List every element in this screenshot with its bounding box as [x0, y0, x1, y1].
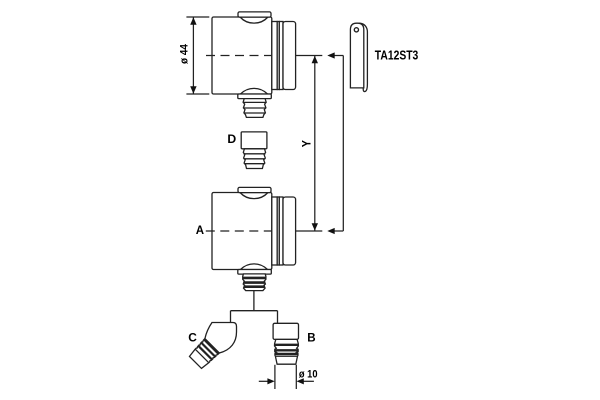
svg-text:TA12ST3: TA12ST3	[375, 48, 419, 63]
svg-text:B: B	[307, 332, 315, 345]
svg-text:A: A	[196, 225, 204, 237]
svg-text:ø 10: ø 10	[299, 368, 318, 380]
svg-text:Y: Y	[300, 140, 314, 147]
svg-text:D: D	[227, 132, 236, 146]
svg-text:ø 44: ø 44	[178, 44, 190, 64]
svg-text:C: C	[188, 331, 197, 345]
